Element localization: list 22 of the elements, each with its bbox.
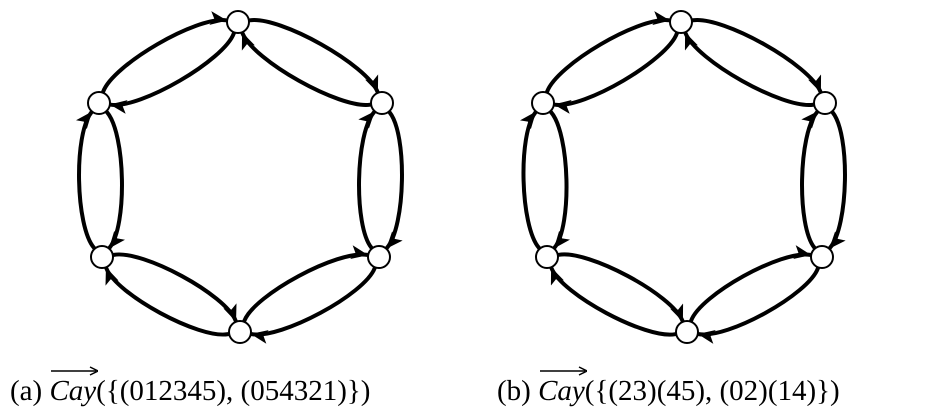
arrow — [101, 13, 228, 94]
arrow — [556, 252, 685, 323]
arrow — [250, 266, 377, 342]
arrow — [545, 13, 672, 94]
arrow — [242, 247, 370, 323]
arrow — [248, 18, 380, 94]
arrow — [552, 31, 679, 112]
arrow — [689, 247, 812, 323]
arrow — [108, 31, 236, 112]
arrow — [77, 110, 96, 250]
arrow — [104, 110, 124, 250]
arrow — [521, 110, 542, 250]
arrow — [112, 252, 238, 323]
arrow — [548, 110, 569, 250]
arrow — [800, 110, 820, 250]
caption: (b) Cay({(23)(45), (02)(14)}) — [497, 375, 840, 407]
arrow — [828, 110, 847, 250]
caption: (a) Cay({(012345), (054321)}) — [10, 375, 370, 407]
arrow — [357, 110, 376, 250]
arrow — [690, 18, 823, 94]
arrow — [384, 110, 404, 250]
arrow — [696, 266, 820, 342]
